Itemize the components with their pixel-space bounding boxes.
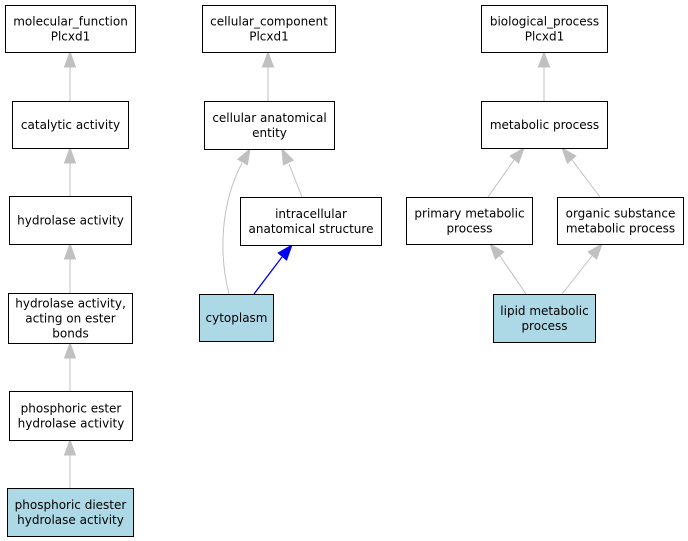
node-box: [12, 101, 129, 149]
node-label-line: lipid metabolic: [500, 304, 588, 318]
arrowhead: [489, 242, 505, 260]
node-label-line: Plcxd1: [51, 30, 91, 44]
node-box: [481, 101, 608, 149]
node-box: [9, 391, 133, 441]
node-label-line: molecular_function: [13, 15, 128, 29]
node-box: [406, 197, 533, 245]
node-label-line: phosphoric diester: [15, 498, 127, 512]
edge-lipid_metabolic-to-primary_metabolic: [489, 242, 527, 295]
arrowhead: [63, 50, 77, 68]
node-label-line: acting on ester: [25, 312, 116, 326]
node-box: [9, 196, 132, 245]
arrowhead: [261, 50, 275, 68]
arrowhead: [561, 146, 577, 164]
node-box: [481, 5, 608, 53]
edge-line: [288, 163, 303, 198]
node-label-line: hydrolase activity,: [15, 297, 126, 311]
arrowhead: [509, 146, 525, 164]
node-label-line: cellular_component: [210, 15, 328, 29]
node-box: [202, 5, 336, 53]
node-box: [5, 5, 136, 53]
term-node-cytoplasm[interactable]: cytoplasm: [199, 294, 274, 342]
edge-line: [561, 255, 593, 295]
edge-organic_metabolic-to-metabolic: [561, 146, 601, 198]
node-label-line: metabolic process: [566, 222, 675, 236]
edge-layer: [63, 50, 603, 488]
edge-phosphoric_ester-to-hydrolase_ester: [63, 341, 77, 391]
node-label-line: biological_process: [490, 15, 599, 29]
arrowhead: [281, 147, 295, 166]
node-label-line: hydrolase activity: [17, 513, 124, 527]
node-box: [557, 197, 684, 245]
edge-cell_anat-to-cc_root: [261, 50, 275, 101]
term-node-catalytic[interactable]: catalytic activity: [12, 101, 129, 149]
node-label-line: primary metabolic: [414, 207, 524, 221]
edge-metabolic-to-bp_root: [537, 50, 551, 101]
node-label-line: hydrolase activity: [18, 417, 125, 431]
node-label-line: catalytic activity: [21, 118, 120, 132]
term-node-metabolic[interactable]: metabolic process: [481, 101, 608, 149]
edge-catalytic-to-mf_root: [63, 50, 77, 101]
node-label-line: cytoplasm: [206, 311, 268, 325]
node-box: [199, 294, 274, 342]
node-box: [240, 197, 382, 246]
edge-line: [487, 159, 515, 198]
node-label-line: hydrolase activity: [17, 214, 124, 228]
node-box: [493, 294, 596, 343]
edge-line: [499, 255, 527, 295]
edge-phosphoric_diester-to-phosphoric_ester: [63, 438, 77, 488]
node-label-line: bonds: [52, 327, 88, 341]
node-label-line: Plcxd1: [249, 30, 289, 44]
node-label-line: process: [446, 222, 492, 236]
arrowhead: [537, 50, 551, 68]
node-label-line: intracellular: [275, 207, 347, 221]
node-label-line: organic substance: [566, 207, 676, 221]
node-label-line: entity: [252, 126, 287, 140]
arrowhead: [236, 147, 251, 166]
edge-primary_metabolic-to-metabolic: [487, 146, 525, 198]
edge-line: [571, 159, 601, 198]
arrowhead: [63, 146, 77, 164]
edge-line: [222, 162, 243, 295]
edge-hydrolase-to-catalytic: [63, 146, 77, 196]
node-box: [7, 488, 134, 537]
node-box: [204, 101, 335, 150]
edge-cytoplasm-to-cell_anat: [222, 147, 251, 295]
arrowhead: [277, 243, 293, 261]
node-label-line: Plcxd1: [525, 30, 565, 44]
edge-intracellular-to-cell_anat: [281, 147, 303, 198]
edge-lipid_metabolic-to-organic_metabolic: [561, 242, 603, 295]
edge-hydrolase_ester-to-hydrolase: [63, 242, 77, 293]
edge-cytoplasm-to-intracellular: [253, 243, 293, 295]
term-node-hydrolase[interactable]: hydrolase activity: [9, 196, 132, 245]
node-label-line: metabolic process: [490, 118, 599, 132]
edge-line: [253, 256, 283, 295]
arrowhead: [63, 438, 77, 456]
node-box: [8, 293, 133, 344]
arrowhead: [587, 242, 603, 260]
node-label-line: phosphoric ester: [21, 402, 122, 416]
node-label-line: anatomical structure: [249, 222, 374, 236]
node-label-line: process: [521, 319, 567, 333]
arrowhead: [63, 242, 77, 260]
node-label-line: cellular anatomical: [212, 111, 326, 125]
arrowhead: [63, 341, 77, 359]
